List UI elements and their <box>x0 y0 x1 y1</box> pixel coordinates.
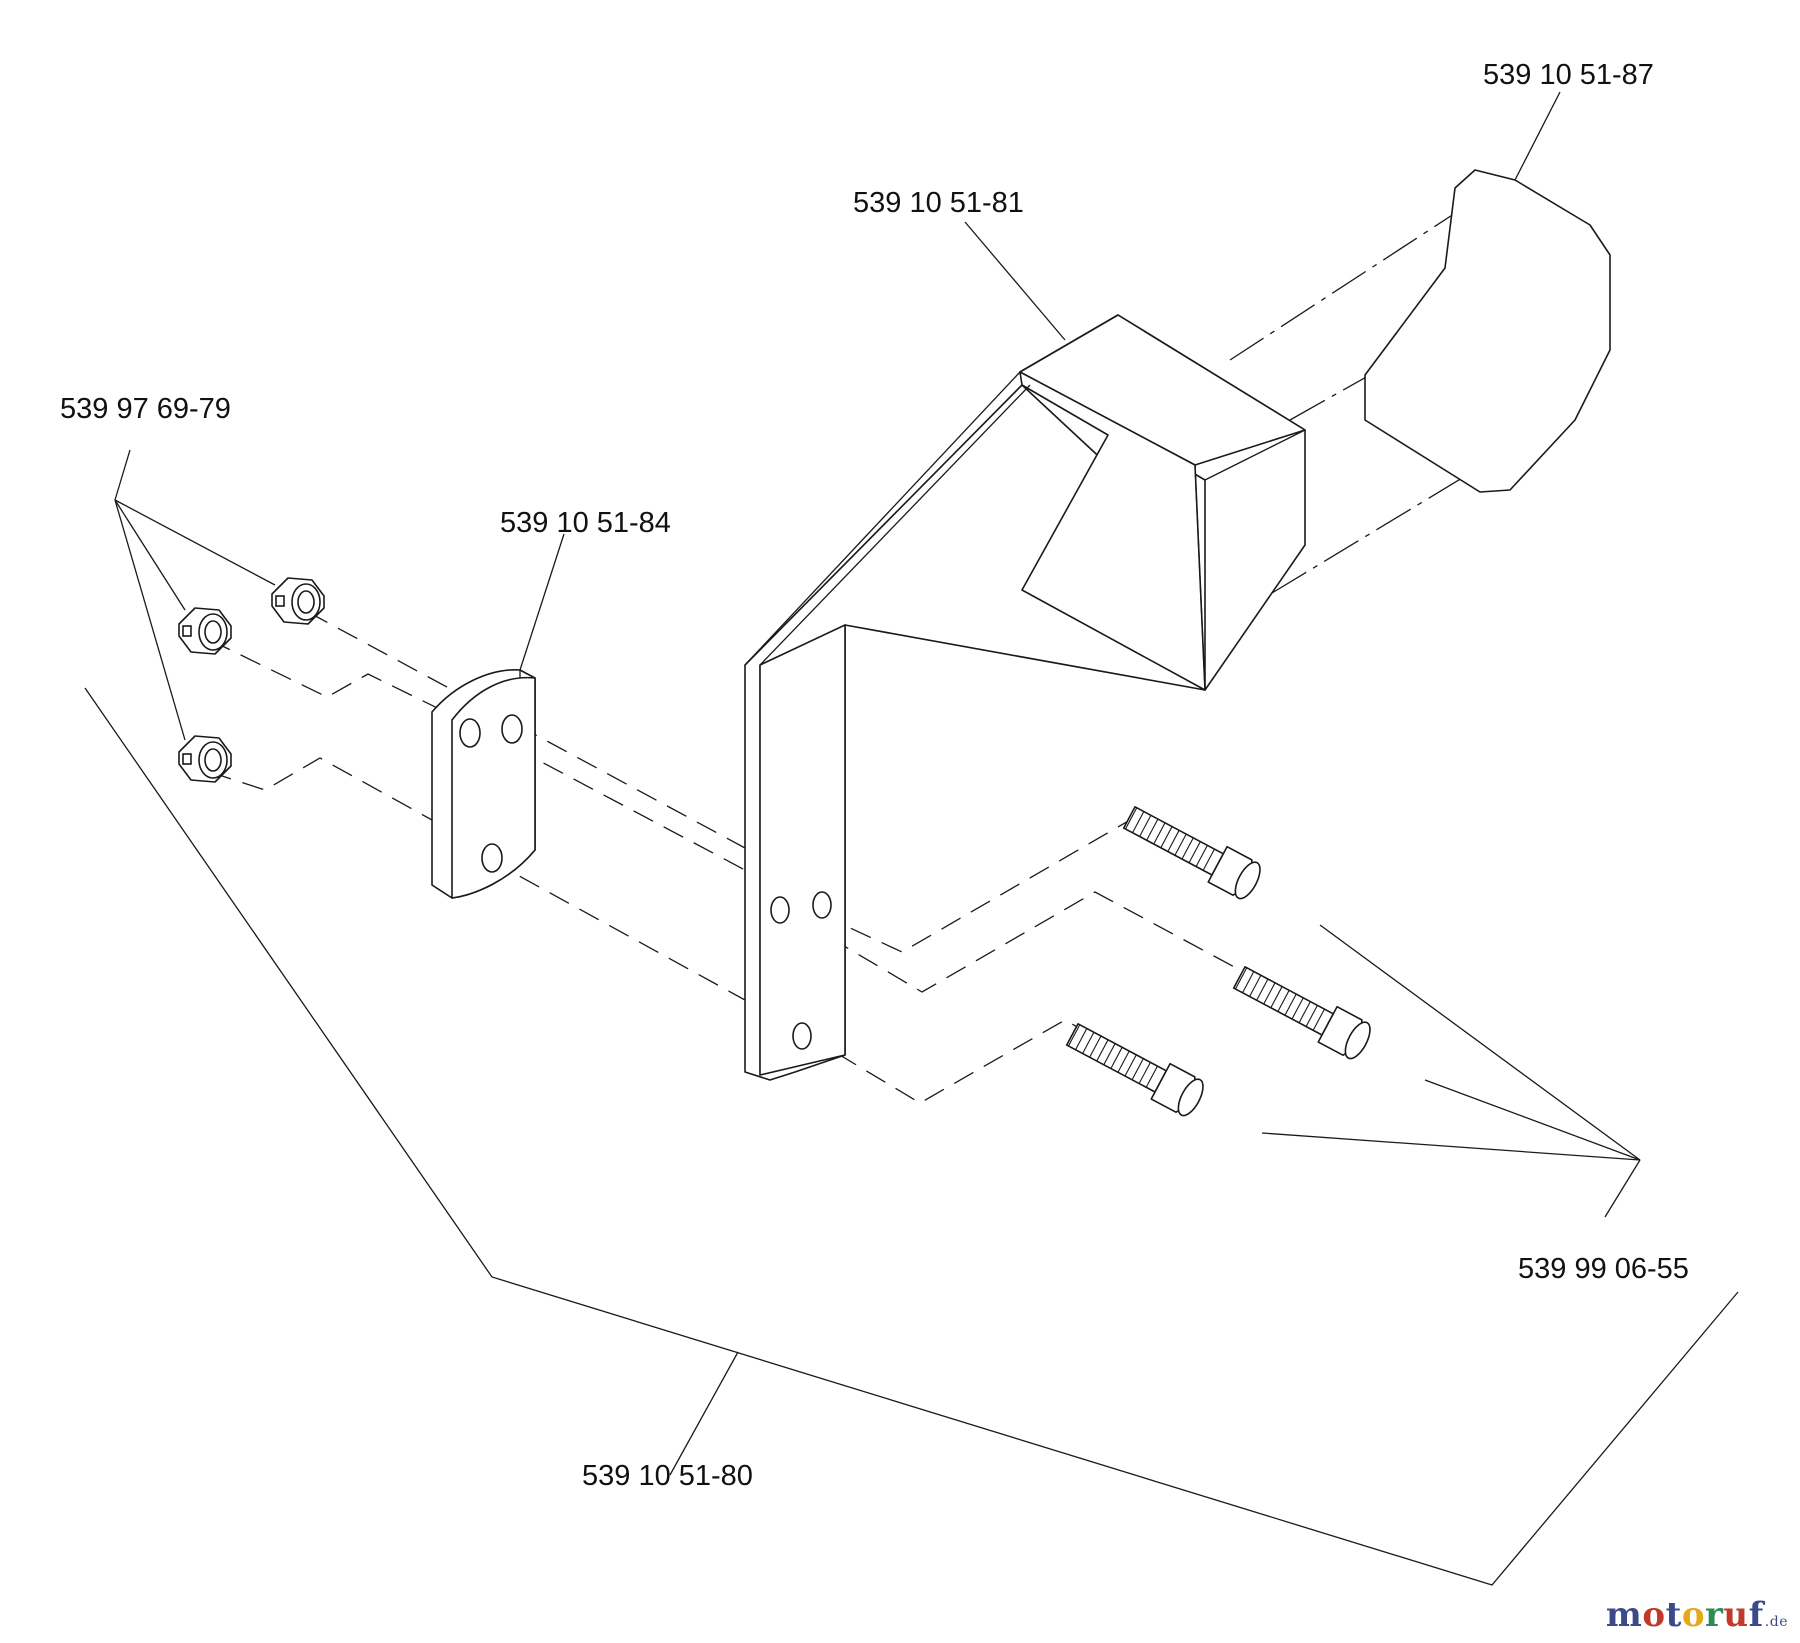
leader-part-80 <box>669 1351 739 1476</box>
leader-55-b <box>1424 1079 1641 1161</box>
leader-79-a <box>114 499 276 586</box>
part-labels: 539 10 51-87 539 10 51-81 539 97 69-79 5… <box>60 59 1689 1492</box>
leader-part-81 <box>964 221 1066 341</box>
label-part-80: 539 10 51-80 <box>582 1460 753 1492</box>
leader-79-c <box>114 499 186 741</box>
bolt-1 <box>1122 806 1261 900</box>
plate-part <box>431 669 536 899</box>
path-nut-low-to-plate <box>209 757 433 821</box>
bracket-part <box>744 314 1306 1081</box>
watermark-letter: r <box>1705 1595 1724 1635</box>
assembly-paths <box>209 209 1566 1104</box>
leader-lines <box>84 91 1739 1586</box>
leader-55-a <box>1319 924 1641 1161</box>
label-part-55: 539 99 06-55 <box>1518 1253 1689 1285</box>
watermark-letter: t <box>1665 1595 1682 1635</box>
watermark-text: motoruf <box>1606 1595 1764 1635</box>
leader-part-55 <box>1604 1159 1641 1218</box>
watermark-letter: m <box>1605 1595 1643 1635</box>
leader-part-84 <box>519 533 565 671</box>
nut-top <box>271 577 325 625</box>
watermark-logo: motoruf.de <box>1606 1595 1788 1635</box>
watermark-letter: u <box>1723 1595 1749 1635</box>
assembly-bracket-line <box>84 687 1739 1586</box>
end-cap-part <box>1364 169 1611 493</box>
bolts-group <box>1065 806 1371 1117</box>
watermark-letter: f <box>1748 1595 1764 1635</box>
watermark-letter: o <box>1642 1595 1666 1635</box>
nuts-group <box>178 577 325 783</box>
leader-part-79 <box>114 449 131 501</box>
label-part-87: 539 10 51-87 <box>1483 59 1654 91</box>
path-cap-top <box>1229 209 1461 361</box>
label-part-81: 539 10 51-81 <box>853 187 1024 219</box>
watermark-letter: o <box>1681 1595 1705 1635</box>
nut-low <box>178 735 232 783</box>
path-nut-mid-to-plate <box>209 639 746 871</box>
path-bolt-1 <box>819 819 1221 953</box>
bolt-2 <box>1232 966 1371 1060</box>
label-part-84: 539 10 51-84 <box>500 507 671 539</box>
bolt-3 <box>1065 1023 1204 1117</box>
path-plate-low-hole <box>489 859 746 1001</box>
leader-part-87 <box>1514 91 1561 181</box>
watermark-suffix: .de <box>1764 1614 1788 1630</box>
label-part-79: 539 97 69-79 <box>60 393 231 425</box>
nut-mid <box>178 607 232 655</box>
leader-79-b <box>114 499 186 611</box>
path-bolt-2 <box>799 891 1319 1013</box>
leader-55-c <box>1261 1132 1641 1161</box>
